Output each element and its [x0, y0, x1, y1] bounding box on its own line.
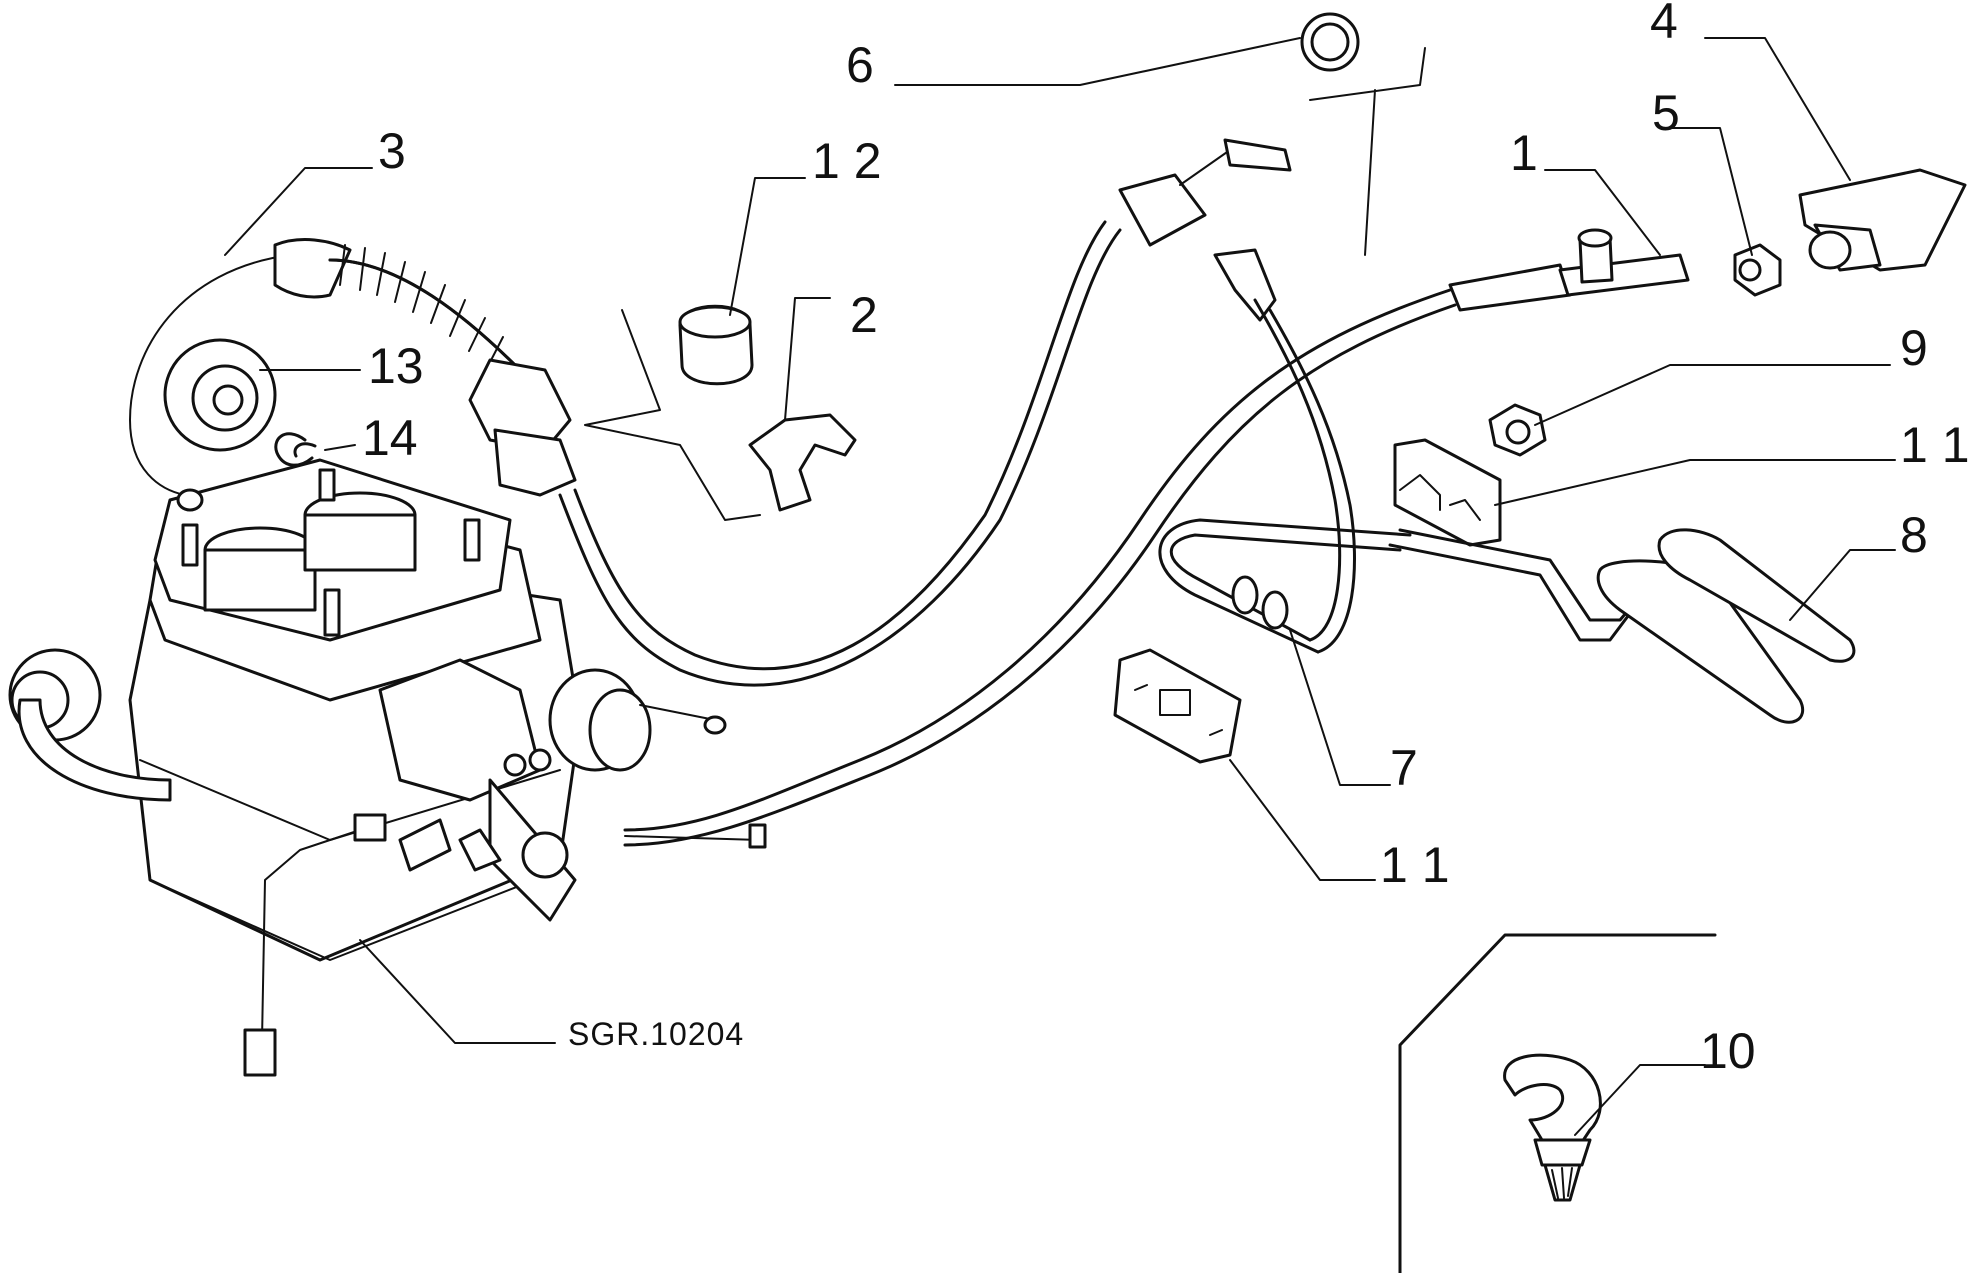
callout-labels: 3 13 14 1 2 2 6 1 5 4 9 1 1 8 7 1 1 10 — [362, 0, 1970, 1079]
callout-1: 1 — [1510, 125, 1538, 181]
part-3-cable-bellows — [129, 138, 1292, 687]
leader-line-12 — [729, 177, 806, 316]
callout-11-lower: 1 1 — [1380, 837, 1450, 893]
callout-4: 4 — [1650, 0, 1678, 49]
part-14-clip — [274, 432, 317, 467]
leader-line-6 — [894, 37, 1301, 86]
leader-lines — [224, 37, 1896, 1136]
part-7-pedal-rod — [1158, 248, 1652, 654]
callout-8: 8 — [1900, 507, 1928, 563]
part-12-bushing — [678, 304, 754, 386]
callout-12: 1 2 — [812, 133, 882, 189]
part-13-grommet — [163, 338, 277, 452]
callout-10: 10 — [1700, 1023, 1756, 1079]
part-6-o-ring — [1300, 12, 1360, 72]
part-5-nut — [1733, 243, 1782, 297]
inset-frame — [1398, 933, 1717, 1273]
part-9-nut — [1488, 403, 1547, 457]
assembly-bracket-line — [584, 309, 761, 521]
callout-2: 2 — [850, 287, 878, 343]
leader-line-1 — [1544, 169, 1661, 256]
callout-3: 3 — [378, 123, 406, 179]
callout-14: 14 — [362, 410, 418, 466]
leader-line-4 — [1704, 37, 1851, 181]
part-8-pedal-pad — [1596, 528, 1856, 724]
leader-line-5 — [1659, 127, 1753, 256]
callout-7: 7 — [1390, 740, 1418, 796]
leader-line-2 — [784, 297, 831, 421]
leader-line-10 — [1574, 1064, 1706, 1136]
group-bracket-6 — [1309, 47, 1426, 256]
leader-line-11a — [1494, 459, 1896, 506]
leader-line-7 — [1289, 629, 1391, 786]
part-10-clip — [1503, 1053, 1602, 1202]
callout-6: 6 — [846, 37, 874, 93]
callout-11-upper: 1 1 — [1900, 417, 1970, 473]
part-11-upper-block — [1393, 438, 1502, 547]
part-1-accelerator-cable — [623, 228, 1690, 849]
leader-line-9 — [1534, 364, 1891, 426]
part-4-bracket — [1798, 168, 1967, 272]
callout-9: 9 — [1900, 320, 1928, 376]
leader-line-14 — [324, 444, 356, 451]
callout-13: 13 — [368, 338, 424, 394]
part-11-lower-plate — [1113, 648, 1242, 764]
leader-line-11b — [1229, 759, 1376, 881]
carburetor-assembly — [8, 458, 727, 1077]
leader-line-8 — [1789, 549, 1896, 621]
leader-line-3 — [224, 167, 373, 256]
leader-line-ref — [359, 939, 556, 1044]
callout-5: 5 — [1652, 85, 1680, 141]
reference-code: SGR.10204 — [568, 1016, 744, 1052]
part-2-u-clip — [748, 413, 857, 512]
